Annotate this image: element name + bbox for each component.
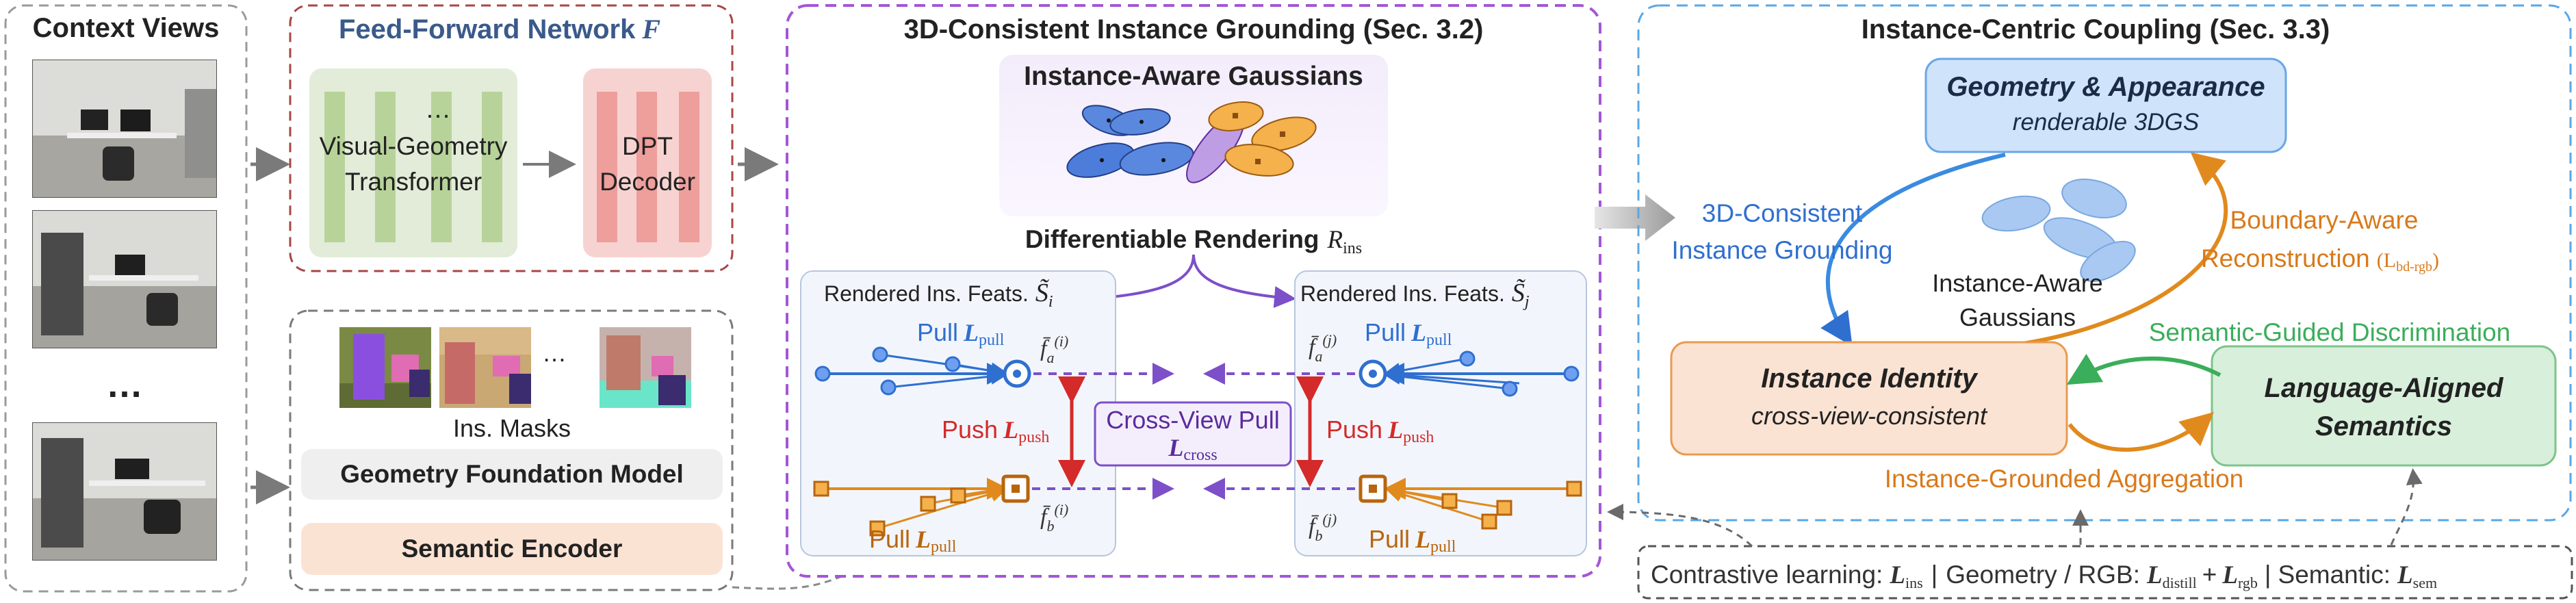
- cross-view-pull-box: Cross-View Pull Lcross: [1094, 401, 1292, 467]
- geometry-title: Geometry & Appearance: [1946, 72, 2265, 102]
- masks-label: Ins. Masks: [453, 414, 571, 442]
- loss-text: Contrastive learning:Lins|Geometry / RGB…: [1651, 561, 2437, 591]
- dashed-foundation-link: [732, 575, 842, 590]
- cross-view-label: Cross-View Pull: [1106, 406, 1279, 434]
- instance-identity-box: Instance Identity cross-view-consistent: [1670, 341, 2068, 456]
- semantic-encoder-box: [301, 523, 723, 575]
- semantic-encoder: Semantic Encoder: [402, 535, 623, 563]
- coupling-gaussians-label-1: Instance-Aware: [1932, 269, 2102, 297]
- coupling-panel: Instance-Centric Coupling (Sec. 3.3) Geo…: [1637, 4, 2572, 522]
- cross-view-loss: Lcross: [1168, 434, 1217, 464]
- dpt-decoder: DPT Decoder: [583, 68, 712, 257]
- boundary-label-1: Boundary-Aware: [2230, 206, 2419, 234]
- coupling-gaussians: [1981, 178, 2136, 283]
- grounding-label-2: Instance Grounding: [1672, 236, 1893, 264]
- grounding-label-1: 3D-Consistent: [1702, 199, 1863, 227]
- geometry-appearance-box: Geometry & Appearance renderable 3DGS: [1924, 57, 2287, 153]
- context-ellipsis: …: [106, 364, 143, 405]
- loss-arrow-semantics: [2390, 468, 2423, 546]
- transformer-label-1: Visual-Geometry: [320, 132, 508, 160]
- identity-title: Instance Identity: [1761, 363, 1978, 394]
- language-semantics-box: Language-Aligned Semantics: [2211, 345, 2557, 467]
- context-image-2: [32, 210, 217, 348]
- geometry-sub: renderable 3DGS: [2013, 109, 2199, 136]
- decoder-label-1: DPT: [622, 132, 673, 160]
- coupling-title: Instance-Centric Coupling (Sec. 3.3): [1862, 14, 2330, 44]
- loss-box: Contrastive learning:Lins|Geometry / RGB…: [1637, 545, 2573, 600]
- gaussians-title: Instance-Aware Gaussians: [1024, 62, 1363, 91]
- grounding-title: 3D-Consistent Instance Grounding (Sec. 3…: [904, 14, 1484, 44]
- boundary-label-2: Reconstruction(Lbd-rgb): [2201, 244, 2439, 274]
- grounding-panel: 3D-Consistent Instance Grounding (Sec. 3…: [786, 4, 1601, 578]
- masks-dots: …: [542, 339, 567, 367]
- semantic-guided-label: Semantic-Guided Discrimination: [2149, 318, 2510, 346]
- arrow-grounding-to-coupling: [1595, 194, 1675, 241]
- gaussians-card: Instance-Aware Gaussians: [999, 55, 1388, 216]
- instance-masks: … Ins. Masks: [339, 327, 691, 442]
- geometry-foundation-model: Geometry Foundation Model: [340, 460, 684, 488]
- context-views-title: Context Views: [33, 13, 220, 43]
- render-arrow-left: [1091, 254, 1195, 308]
- geometry-foundation-model-box: [301, 449, 723, 500]
- context-image-1: [32, 60, 217, 198]
- language-line-2: Semantics: [2315, 411, 2452, 441]
- left-panel-title: Rendered Ins. Feats.S̃i: [824, 279, 1053, 311]
- coupling-gaussians-label-2: Gaussians: [1959, 303, 2076, 331]
- context-image-3: [32, 422, 217, 561]
- loss-arrow-grounding: [1607, 504, 1753, 548]
- render-arrow-right: [1192, 254, 1296, 308]
- right-panel-title: Rendered Ins. Feats.S̃j: [1300, 279, 1530, 311]
- context-views-panel: Context Views …: [4, 4, 248, 593]
- arrow-geometry-to-identity: [1820, 153, 2006, 347]
- aggregation-label: Instance-Grounded Aggregation: [1885, 465, 2244, 493]
- visual-geometry-transformer: … Visual-Geometry Transformer: [309, 68, 517, 257]
- arrow-semantics-to-identity: [2066, 353, 2221, 385]
- arrow-identity-to-geometry: [2013, 152, 2228, 347]
- foundation-panel: … Ins. Masks Geometry Foundation Model S…: [289, 309, 734, 591]
- arrow-identity-to-semantics: [2068, 412, 2214, 452]
- identity-sub: cross-view-consistent: [1751, 402, 1988, 430]
- transformer-label-2: Transformer: [345, 168, 482, 196]
- language-line-1: Language-Aligned: [2265, 373, 2504, 403]
- decoder-label-2: Decoder: [600, 168, 695, 196]
- transformer-dots: …: [425, 95, 451, 124]
